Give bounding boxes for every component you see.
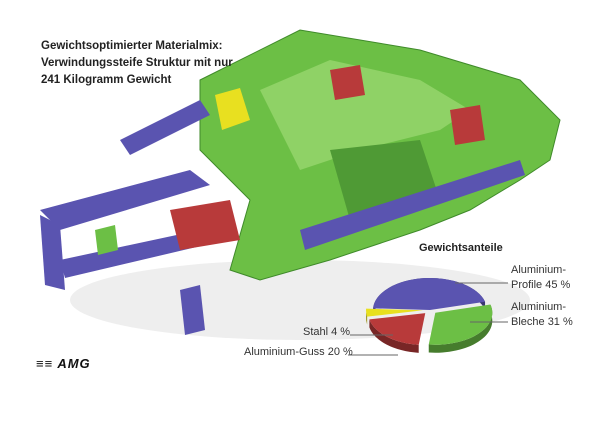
- frame-bumper-blue: [40, 215, 65, 290]
- label-aluminium-profile: Aluminium- Profile 45 %: [511, 263, 570, 293]
- label-line: Bleche 31 %: [511, 316, 573, 328]
- headline-line: Gewichtsoptimierter Materialmix:: [41, 40, 223, 52]
- headline-line: 241 Kilogramm Gewicht: [41, 74, 172, 86]
- frame-lower-rail-blue: [60, 230, 205, 278]
- pie-slice-side-stahl: [366, 308, 368, 325]
- label-aluminium-bleche: Aluminium- Bleche 31 %: [511, 300, 573, 330]
- pie-slice-aluminium-profile: [373, 278, 486, 310]
- frame-roof-green: [260, 60, 470, 170]
- frame-sill-blue: [300, 160, 525, 250]
- frame-bracket-green: [95, 225, 118, 255]
- pie-slice-side-aluminium-guss: [369, 319, 419, 353]
- label-aluminium-guss: Aluminium-Guss 20 %: [244, 346, 353, 358]
- pie-title: Gewichtsanteile: [419, 242, 503, 254]
- label-line: Aluminium-: [511, 301, 567, 313]
- pie-slice-stahl: [366, 308, 424, 317]
- pie-slice-aluminium-bleche: [428, 304, 493, 345]
- headline: Gewichtsoptimierter Materialmix: Verwind…: [41, 38, 233, 89]
- frame-casting-red-roof: [330, 65, 365, 100]
- pie-slice-aluminium-guss: [369, 313, 426, 345]
- frame-front-rail-blue: [40, 170, 210, 230]
- pie-slice-side-aluminium-bleche: [428, 304, 493, 353]
- frame-post-blue: [180, 285, 205, 335]
- label-line: Profile 45 %: [511, 279, 571, 291]
- label-line: Aluminium-: [511, 264, 567, 276]
- frame-casting-red-front: [170, 200, 240, 250]
- label-stahl: Stahl 4 %: [303, 326, 351, 338]
- amg-logo: ≡≡ AMG: [36, 356, 91, 371]
- headline-line: Verwindungssteife Struktur mit nur: [41, 57, 233, 69]
- frame-pillar-yellow: [215, 88, 250, 130]
- logo-text: AMG: [57, 356, 91, 371]
- frame-casting-red-rear: [450, 105, 485, 145]
- frame-strut-blue: [120, 100, 210, 155]
- pie-chart: [348, 278, 508, 356]
